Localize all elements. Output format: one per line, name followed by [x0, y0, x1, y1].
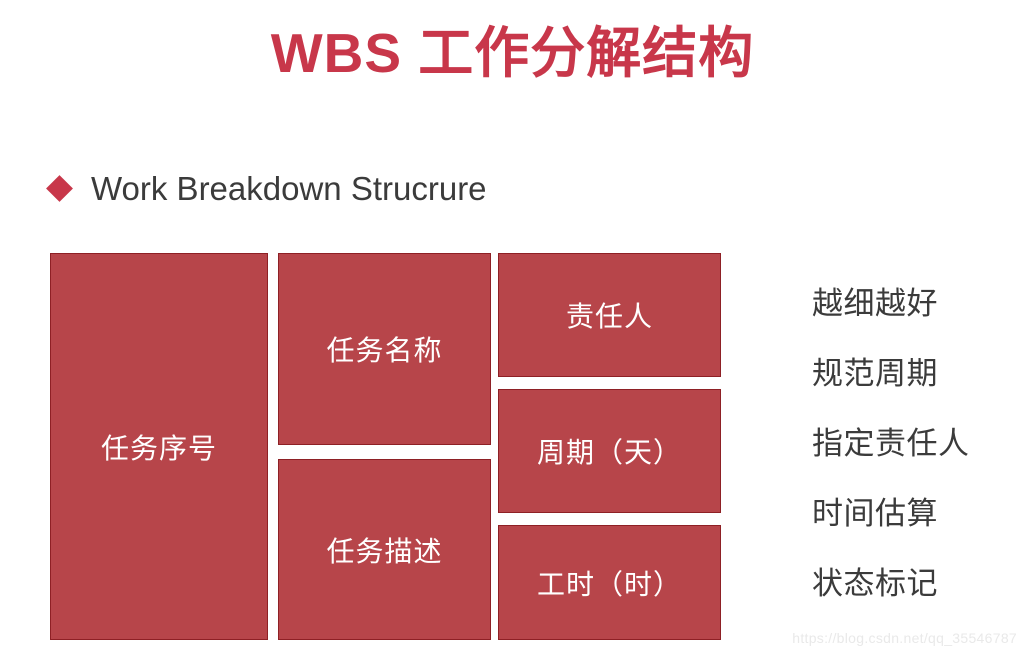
wbs-block-diagram: 任务序号 任务名称 任务描述 责任人 周期（天） 工时（时）: [50, 253, 721, 640]
key-point-item: 越细越好: [812, 285, 938, 321]
wbs-box-task-description: 任务描述: [278, 459, 491, 640]
key-point-item: 规范周期: [812, 355, 938, 391]
column-gutter: [498, 377, 721, 389]
key-point-item: 时间估算: [812, 495, 938, 531]
key-points-list: 越细越好 规范周期 指定责任人 时间估算 状态标记: [812, 268, 1025, 618]
wbs-box-task-id: 任务序号: [50, 253, 268, 640]
column-gutter: [278, 445, 491, 459]
wbs-box-task-name: 任务名称: [278, 253, 491, 445]
diamond-bullet-icon: [46, 175, 73, 202]
wbs-box-duration-days: 周期（天）: [498, 389, 721, 513]
watermark: https://blog.csdn.net/qq_35546787: [792, 630, 1017, 646]
key-point-item: 指定责任人: [812, 425, 970, 461]
wbs-box-owner: 责任人: [498, 253, 721, 377]
page-title: WBS 工作分解结构: [270, 22, 755, 84]
key-point-item: 状态标记: [812, 565, 938, 601]
bullet-row: Work Breakdown Strucrure: [46, 170, 487, 207]
bullet-label: Work Breakdown Strucrure: [91, 170, 487, 207]
task-detail-column: 任务名称 任务描述: [278, 253, 491, 640]
wbs-box-effort-hours: 工时（时）: [498, 525, 721, 640]
column-gutter: [498, 513, 721, 525]
task-attributes-column: 责任人 周期（天） 工时（时）: [498, 253, 721, 640]
task-id-column: 任务序号: [50, 253, 268, 640]
